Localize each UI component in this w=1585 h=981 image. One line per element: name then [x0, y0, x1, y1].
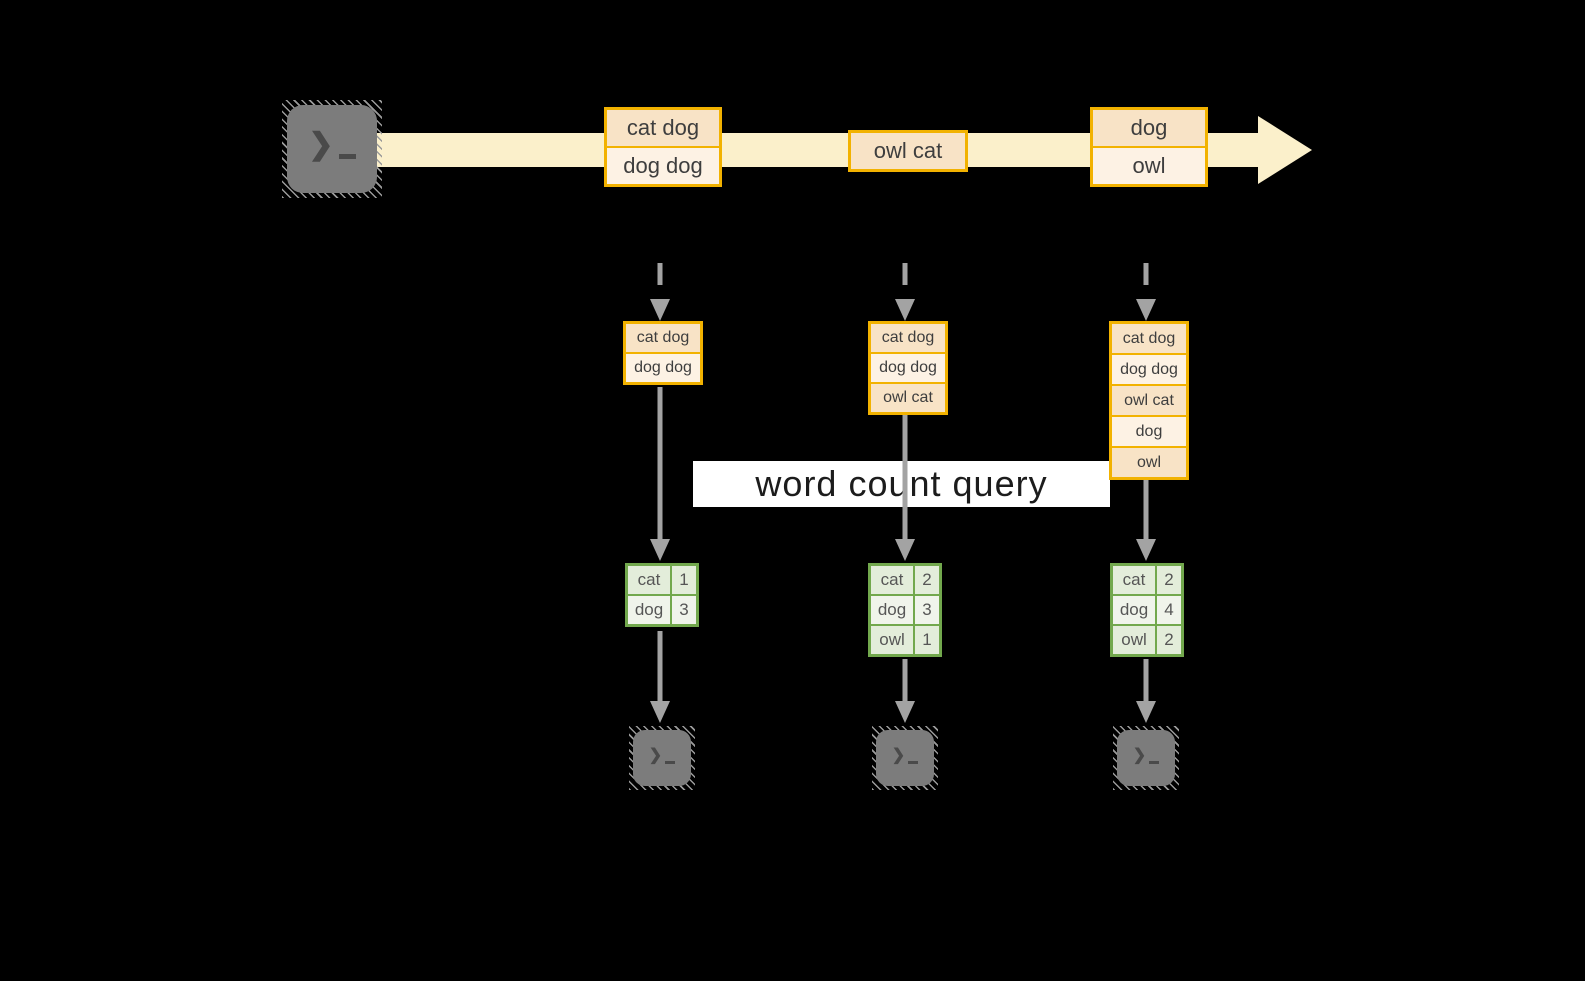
terminal-output-icon-2: ❯: [872, 726, 938, 790]
prompt-chevron-icon: ❯: [891, 747, 906, 764]
count-value-cell: 3: [672, 596, 696, 624]
count-value-cell: 2: [915, 566, 939, 594]
count-value-cell: 4: [1157, 596, 1181, 624]
prompt-cursor-icon: [665, 760, 676, 764]
terminal-icon-body: [287, 105, 377, 193]
state-word-cell: dog: [1112, 417, 1186, 446]
terminal-output-icon-3: ❯: [1113, 726, 1179, 790]
state-word-cell: owl cat: [871, 384, 945, 412]
count-word-cell: owl: [1113, 626, 1155, 654]
terminal-prompt-icon: ❯: [629, 726, 695, 790]
count-word-cell: cat: [628, 566, 670, 594]
count-value-cell: 3: [915, 596, 939, 624]
prompt-chevron-icon: ❯: [308, 127, 334, 161]
query-label: word count query: [755, 463, 1048, 504]
stream-word-cell: cat dog: [607, 110, 719, 146]
count-word-cell: dog: [628, 596, 670, 624]
stream-word-cell: dog dog: [607, 148, 719, 184]
query-label-band: word count query: [693, 461, 1110, 507]
state-word-cell: owl: [1112, 448, 1186, 477]
prompt-chevron-icon: ❯: [1132, 747, 1147, 764]
count-value-cell: 2: [1157, 566, 1181, 594]
terminal-output-icon-1: ❯: [629, 726, 695, 790]
stream-word-cell: dog: [1093, 110, 1205, 146]
terminal-prompt-icon: ❯: [282, 100, 382, 198]
stream-word-cell: owl cat: [851, 133, 965, 169]
terminal-icon-body: [1117, 730, 1175, 786]
state-word-cell: cat dog: [1112, 324, 1186, 353]
input-state-box-1: cat dog dog dog: [623, 321, 703, 385]
count-word-cell: owl: [871, 626, 913, 654]
stream-batch-box-3: dog owl: [1090, 107, 1208, 187]
state-word-cell: cat dog: [871, 324, 945, 352]
terminal-icon-body: [876, 730, 934, 786]
input-state-box-2: cat dog dog dog owl cat: [868, 321, 948, 415]
count-table-1: cat 1 dog 3: [625, 563, 699, 627]
count-word-cell: dog: [871, 596, 913, 624]
stream-arrow-head-icon: [1258, 116, 1312, 184]
count-table-2: cat 2 dog 3 owl 1: [868, 563, 942, 657]
stream-batch-box-2: owl cat: [848, 130, 968, 172]
stream-word-cell: owl: [1093, 148, 1205, 184]
terminal-prompt-icon: ❯: [872, 726, 938, 790]
count-value-cell: 1: [672, 566, 696, 594]
count-word-cell: dog: [1113, 596, 1155, 624]
prompt-cursor-icon: [338, 153, 356, 159]
terminal-source-icon: ❯: [282, 100, 382, 198]
terminal-icon-body: [633, 730, 691, 786]
prompt-cursor-icon: [1149, 760, 1160, 764]
stream-batch-box-1: cat dog dog dog: [604, 107, 722, 187]
count-word-cell: cat: [1113, 566, 1155, 594]
state-word-cell: dog dog: [1112, 355, 1186, 384]
count-value-cell: 2: [1157, 626, 1181, 654]
count-word-cell: cat: [871, 566, 913, 594]
terminal-prompt-icon: ❯: [1113, 726, 1179, 790]
count-table-3: cat 2 dog 4 owl 2: [1110, 563, 1184, 657]
state-word-cell: cat dog: [626, 324, 700, 352]
input-state-box-3: cat dog dog dog owl cat dog owl: [1109, 321, 1189, 480]
state-word-cell: owl cat: [1112, 386, 1186, 415]
state-word-cell: dog dog: [626, 354, 700, 382]
state-word-cell: dog dog: [871, 354, 945, 382]
prompt-chevron-icon: ❯: [648, 747, 663, 764]
prompt-cursor-icon: [908, 760, 919, 764]
count-value-cell: 1: [915, 626, 939, 654]
